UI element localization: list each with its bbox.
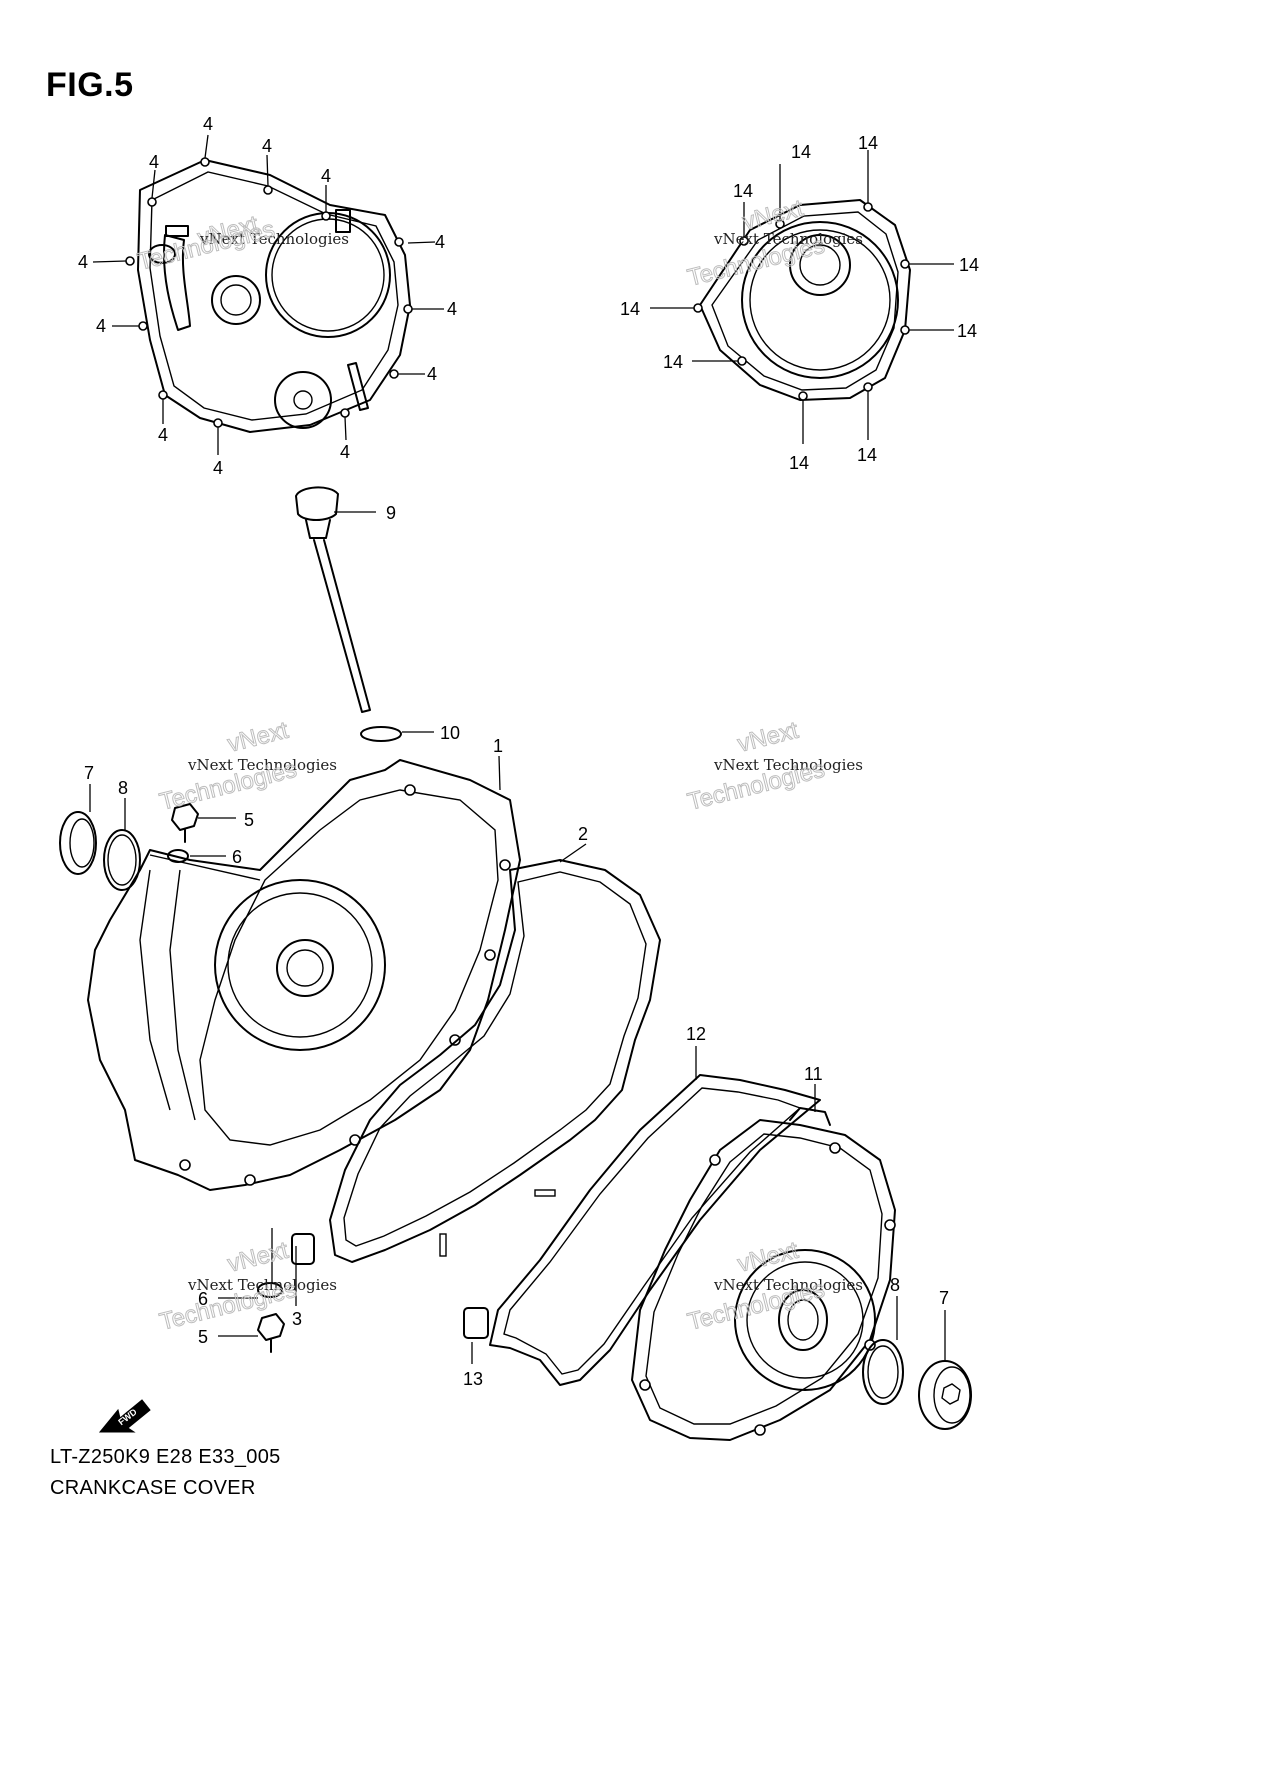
callout-14: 14 <box>663 352 683 372</box>
crankcase-cover-gasket <box>329 859 661 1263</box>
leaders-part-14 <box>650 150 954 444</box>
callout-7: 7 <box>939 1288 949 1308</box>
callout-4: 4 <box>447 299 457 319</box>
callout-4: 4 <box>435 232 445 252</box>
callout-2: 2 <box>578 824 588 844</box>
crankcase-cover <box>87 759 521 1191</box>
callout-3: 3 <box>292 1309 302 1329</box>
svg-text:vNext Technologies: vNext Technologies <box>713 1276 863 1294</box>
callout-4: 4 <box>340 442 350 462</box>
callout-5: 5 <box>244 810 254 830</box>
callout-14: 14 <box>733 181 753 201</box>
callout-4: 4 <box>78 252 88 272</box>
svg-text:vNext Technologies: vNext Technologies <box>199 230 349 248</box>
callout-6: 6 <box>198 1289 208 1309</box>
callout-8: 8 <box>118 778 128 798</box>
callout-4: 4 <box>213 458 223 478</box>
callout-13: 13 <box>463 1369 483 1389</box>
plug-cap-right <box>918 1360 972 1430</box>
magneto-cover-gasket <box>489 1074 821 1386</box>
callout-14: 14 <box>858 133 878 153</box>
svg-text:vNext Technologies: vNext Technologies <box>713 230 863 248</box>
leaders-part-4 <box>92 134 444 455</box>
callout-14: 14 <box>959 255 979 275</box>
magneto-cover-inset <box>693 199 911 401</box>
callout-4: 4 <box>321 166 331 186</box>
callout-12: 12 <box>686 1024 706 1044</box>
callout-14: 14 <box>857 445 877 465</box>
callout-11: 11 <box>804 1064 823 1084</box>
oil-seal-left <box>59 811 97 875</box>
callout-4: 4 <box>96 316 106 336</box>
diagram-code: LT-Z250K9 E28 E33_005 <box>50 1446 281 1468</box>
callout-7: 7 <box>84 763 94 783</box>
callout-5: 5 <box>198 1327 208 1347</box>
dowel-pin-right <box>463 1307 489 1339</box>
seal-right <box>778 1289 828 1351</box>
dowel-pin-left <box>291 1233 315 1265</box>
callout-14: 14 <box>957 321 977 341</box>
diagram-name: CRANKCASE COVER <box>50 1477 256 1499</box>
clutch-cover-inset <box>125 157 413 433</box>
svg-text:vNext: vNext <box>225 717 291 758</box>
o-ring <box>360 726 402 742</box>
magneto-cover <box>631 1107 896 1441</box>
callout-4: 4 <box>203 114 213 134</box>
svg-text:vNext Technologies: vNext Technologies <box>187 1276 337 1294</box>
oil-dipstick <box>295 486 371 713</box>
washer-top <box>167 849 189 863</box>
callout-6: 6 <box>232 847 242 867</box>
callout-14: 14 <box>620 299 640 319</box>
callout-4: 4 <box>149 152 159 172</box>
svg-text:vNext Technologies: vNext Technologies <box>713 756 863 774</box>
svg-text:vNext Technologies: vNext Technologies <box>187 756 337 774</box>
callout-4: 4 <box>427 364 437 384</box>
o-ring-right <box>862 1339 904 1405</box>
svg-text:vNext: vNext <box>225 1237 291 1278</box>
fwd-arrow-icon: FWD <box>98 1399 151 1433</box>
callout-14: 14 <box>791 142 811 162</box>
drain-bolt-top <box>171 803 199 843</box>
callout-9: 9 <box>386 503 396 523</box>
o-ring-left <box>103 829 141 891</box>
callout-1: 1 <box>493 736 503 756</box>
washer-bottom <box>257 1282 283 1298</box>
figure-title: FIG.5 <box>46 66 134 104</box>
callout-8: 8 <box>890 1275 900 1295</box>
svg-text:vNext: vNext <box>735 1237 801 1278</box>
drain-bolt-bottom <box>257 1313 285 1353</box>
callout-4: 4 <box>158 425 168 445</box>
callout-4: 4 <box>262 136 272 156</box>
callout-14: 14 <box>789 453 809 473</box>
callout-10: 10 <box>440 723 460 743</box>
svg-text:vNext: vNext <box>735 717 801 758</box>
